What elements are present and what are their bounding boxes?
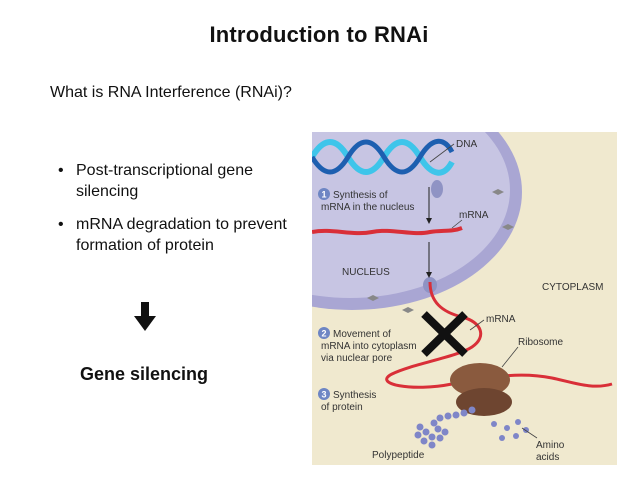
slide-question: What is RNA Interference (RNAi)? <box>50 84 292 101</box>
step2-label: mRNA into cytoplasm <box>321 341 417 352</box>
label-pointer <box>429 143 455 163</box>
envelope-protein <box>492 189 504 195</box>
step-number: 3 <box>321 390 326 400</box>
envelope-protein <box>367 295 379 301</box>
dna-strand <box>312 138 455 175</box>
polypeptide-chain <box>414 406 476 449</box>
step2-label: Movement of <box>333 329 391 340</box>
step3-label: of protein <box>321 402 363 413</box>
envelope-protein <box>402 307 414 313</box>
bullet-text-line: mRNA degradation to prevent <box>76 216 287 233</box>
bullet-item: • Post-transcriptional gene silencing <box>58 160 308 202</box>
step1-label: mRNA in the nucleus <box>321 202 414 213</box>
step3-label: Synthesis <box>333 390 376 401</box>
dna-label: DNA <box>456 139 477 150</box>
block-x-icon <box>421 311 468 357</box>
step-badge <box>318 388 330 400</box>
mrna-strand <box>312 226 463 236</box>
envelope-protein <box>502 224 514 230</box>
bullet-text-line: silencing <box>76 183 139 200</box>
down-arrow-icon <box>134 302 156 331</box>
nucleus-label: NUCLEUS <box>342 267 390 278</box>
amino-acids-label: acids <box>536 452 559 463</box>
mrna-label: mRNA <box>459 210 489 221</box>
amino-acids-label: Amino <box>536 440 565 451</box>
label-pointer <box>521 427 538 439</box>
bullet-item: • mRNA degradation to prevent formation … <box>58 214 308 256</box>
bullet-dot: • <box>58 162 64 179</box>
step-number: 2 <box>321 329 326 339</box>
nuclear-pore <box>431 180 443 198</box>
step2-label: via nuclear pore <box>321 353 393 364</box>
polypeptide-label: Polypeptide <box>372 450 425 461</box>
result-text: Gene silencing <box>80 364 209 384</box>
label-pointer <box>469 319 485 331</box>
ribosome-label: Ribosome <box>518 337 563 348</box>
process-arrow-head <box>426 218 432 224</box>
step-number: 1 <box>321 190 326 200</box>
process-arrow-head <box>426 272 432 278</box>
rnai-diagram: 1 2 3 DNA Synthesis of mRNA in the nucle… <box>312 132 617 465</box>
step1-label: Synthesis of <box>333 190 388 201</box>
bullet-dot: • <box>58 216 64 233</box>
step-badge <box>318 327 330 339</box>
label-pointer <box>451 219 463 229</box>
label-pointer <box>501 346 519 368</box>
ribosome-large-subunit <box>450 363 510 397</box>
cytoplasm-label: CYTOPLASM <box>542 282 604 293</box>
slide-title: Introduction to RNAi <box>209 22 429 47</box>
bullet-text-line: formation of protein <box>76 237 214 254</box>
mrna-label: mRNA <box>486 314 516 325</box>
step-badge <box>318 188 330 200</box>
bullet-text-line: Post-transcriptional gene <box>76 162 253 179</box>
bullet-list: • Post-transcriptional gene silencing • … <box>58 160 308 268</box>
